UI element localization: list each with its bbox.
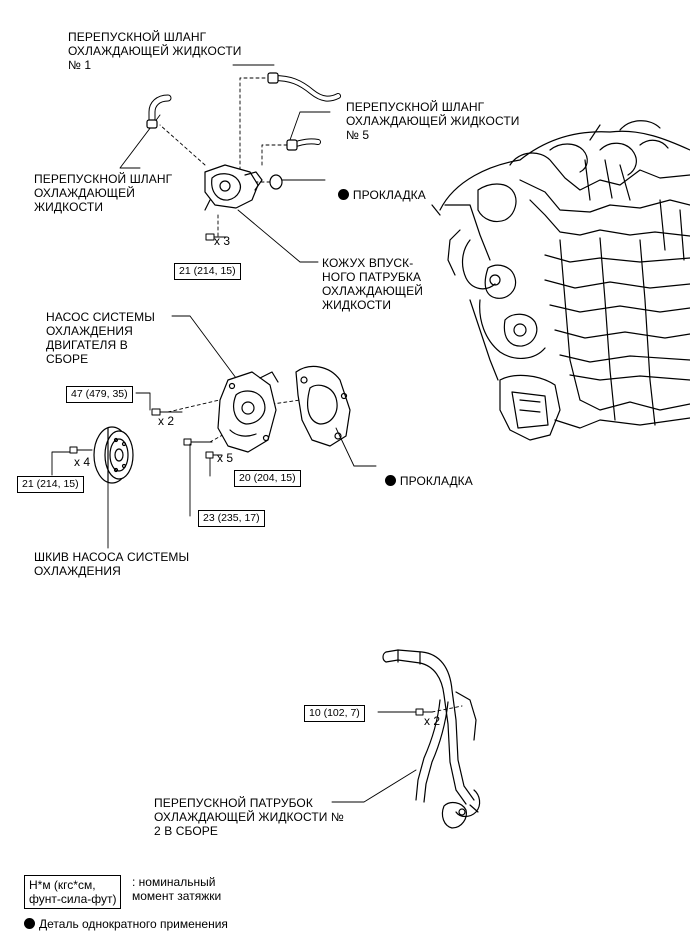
label-gasket-pump-text: ПРОКЛАДКА bbox=[399, 474, 473, 488]
qty-pump-bolts-short: x 5 bbox=[217, 451, 234, 465]
torque-spec-pipe-bolts: 10 (102, 7) bbox=[304, 705, 365, 722]
torque-spec-pulley-bolts: 21 (214, 15) bbox=[17, 476, 84, 493]
single-use-dot-icon bbox=[24, 918, 35, 929]
torque-spec-pump-bolts-long: 47 (479, 35) bbox=[66, 386, 133, 403]
engine-block-drawing bbox=[431, 120, 690, 441]
label-gasket-top: ПРОКЛАДКА bbox=[331, 174, 426, 202]
label-bypass-pipe: ПЕРЕПУСКНОЙ ПАТРУБОК ОХЛАЖДАЮЩЕЙ ЖИДКОСТ… bbox=[154, 796, 344, 838]
legend-single-use-text: Деталь однократного применения bbox=[39, 917, 228, 931]
label-water-pump: НАСОС СИСТЕМЫ ОХЛАЖДЕНИЯ ДВИГАТЕЛЯ В СБО… bbox=[46, 310, 155, 366]
legend-unit-box: Н*м (кгс*см, фунт-сила-фут) bbox=[24, 875, 122, 909]
label-hose: ПЕРЕПУСКНОЙ ШЛАНГ ОХЛАЖДАЮЩЕЙ ЖИДКОСТИ bbox=[34, 172, 173, 214]
legend-single-use: Деталь однократного применения bbox=[24, 917, 228, 931]
water-pump-drawing bbox=[217, 371, 279, 453]
label-hose-1: ПЕРЕПУСКНОЙ ШЛАНГ ОХЛАЖДАЮЩЕЙ ЖИДКОСТИ №… bbox=[68, 30, 242, 72]
label-gasket-pump: ПРОКЛАДКА bbox=[378, 460, 473, 488]
label-inlet-housing: КОЖУХ ВПУСК- НОГО ПАТРУБКА ОХЛАЖДАЮЩЕЙ Ж… bbox=[322, 256, 423, 312]
torque-spec-inlet-bolts: 21 (214, 15) bbox=[174, 263, 241, 280]
label-hose-5: ПЕРЕПУСКНОЙ ШЛАНГ ОХЛАЖДАЮЩЕЙ ЖИДКОСТИ №… bbox=[346, 100, 520, 142]
qty-pump-bolts-long: x 2 bbox=[158, 414, 175, 428]
qty-inlet-bolts: x 3 bbox=[214, 234, 231, 248]
bypass-pipe-drawing bbox=[382, 649, 481, 829]
qty-pipe-bolts: x 2 bbox=[424, 714, 441, 728]
torque-spec-pump-bolts-short: 20 (204, 15) bbox=[234, 470, 301, 487]
torque-spec-pump-bolt-single: 23 (235, 17) bbox=[198, 510, 265, 527]
label-gasket-top-text: ПРОКЛАДКА bbox=[352, 188, 426, 202]
label-pulley: ШКИВ НАСОСА СИСТЕМЫ ОХЛАЖДЕНИЯ bbox=[34, 550, 190, 578]
single-use-dot-icon bbox=[337, 189, 349, 200]
single-use-dot-icon bbox=[384, 475, 396, 486]
inlet-housing-drawing bbox=[204, 164, 263, 211]
pulley-drawing bbox=[93, 426, 134, 484]
pump-gasket-drawing bbox=[295, 365, 351, 447]
legend-unit-text: : номинальный момент затяжки bbox=[132, 875, 222, 903]
qty-pulley-bolts: x 4 bbox=[74, 455, 91, 469]
